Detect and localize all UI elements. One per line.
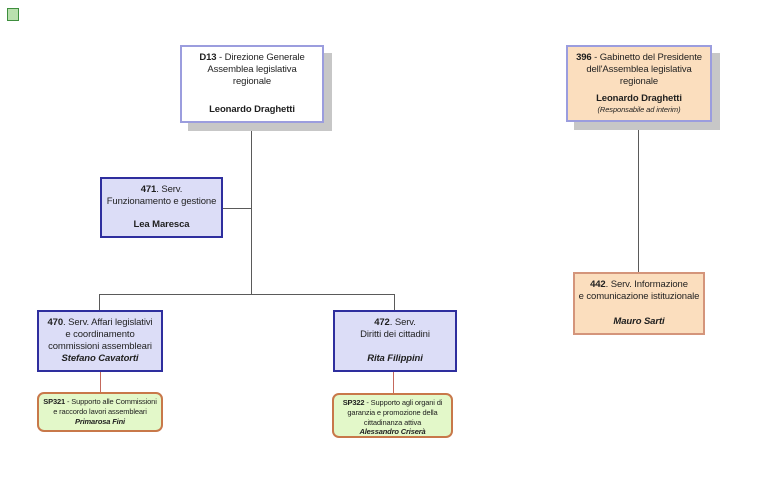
box-title-line: Assemblea legislativa (207, 64, 297, 76)
box-title-line: cittadinanza attiva (363, 417, 422, 427)
org-box-sp321-supporto-commissioni[interactable]: SP321 - Supporto alle Commissioni e racc… (37, 392, 163, 432)
box-title-line: D13 - Direzione Generale (199, 52, 305, 63)
box-title-line: Diritti dei cittadini (360, 329, 430, 341)
box-title-line: 471. Serv. (140, 184, 183, 195)
box-person-name: Leonardo Draghetti (209, 103, 295, 115)
org-box-470-affari-legislativi[interactable]: 470. Serv. Affari legislativi e coordina… (37, 310, 163, 372)
box-title-line: 396 - Gabinetto del Presidente (576, 52, 702, 63)
box-person-name: Leonardo Draghetti (596, 93, 682, 105)
box-title-line: SP322 - Supporto agli organi di (342, 398, 443, 407)
connector-to-472 (394, 294, 395, 310)
box-title-line: e coordinamento (65, 329, 135, 341)
org-box-471-funzionamento-gestione[interactable]: 471. Serv. Funzionamento e gestione Lea … (100, 177, 223, 238)
org-box-442-informazione-comunicazione[interactable]: 442. Serv. Informazione e comunicazione … (573, 272, 705, 335)
org-box-472-diritti-cittadini[interactable]: 472. Serv. Diritti dei cittadini Rita Fi… (333, 310, 457, 372)
box-title-line: Funzionamento e gestione (106, 196, 217, 208)
connector-471-stub (222, 208, 252, 209)
org-box-d13-direzione-generale[interactable]: D13 - Direzione Generale Assemblea legis… (180, 45, 324, 123)
box-title-line: dell'Assemblea legislativa (586, 64, 692, 76)
box-title-line: 470. Serv. Affari legislativi (47, 317, 153, 328)
box-title-line: garanzia e promozione della (347, 407, 438, 417)
connector-470-to-sp321 (100, 372, 101, 392)
connector-472-to-sp322 (393, 372, 394, 393)
box-person-name: Mauro Sarti (613, 315, 665, 327)
box-title-line: 472. Serv. (374, 317, 416, 328)
box-person-name: Primarosa Fini (74, 417, 125, 427)
box-person-name: Rita Filippini (367, 352, 423, 364)
box-title-line: regionale (619, 76, 659, 88)
connector-396-to-442 (638, 122, 639, 272)
corner-marker-square (7, 8, 19, 21)
box-person-name: Alessandro Criserà (359, 427, 426, 437)
box-title-line: regionale (232, 76, 272, 88)
box-role-note: (Responsabile ad interim) (597, 105, 681, 115)
box-person-name: Lea Maresca (133, 218, 190, 230)
connector-to-470 (99, 294, 100, 310)
org-box-sp322-supporto-organi-garanzia[interactable]: SP322 - Supporto agli organi di garanzia… (332, 393, 453, 438)
connector-main-horizontal (99, 294, 395, 295)
org-box-396-gabinetto-presidente[interactable]: 396 - Gabinetto del Presidente dell'Asse… (566, 45, 712, 122)
box-title-line: 442. Serv. Informazione (590, 279, 688, 290)
box-title-line: commissioni assembleari (48, 341, 152, 353)
box-person-name: Stefano Cavatorti (61, 353, 139, 365)
box-title-line: e comunicazione istituzionale (578, 291, 700, 303)
box-title-line: SP321 - Supporto alle Commissioni (43, 397, 157, 406)
box-title-line: e raccordo lavori assembleari (53, 406, 147, 416)
